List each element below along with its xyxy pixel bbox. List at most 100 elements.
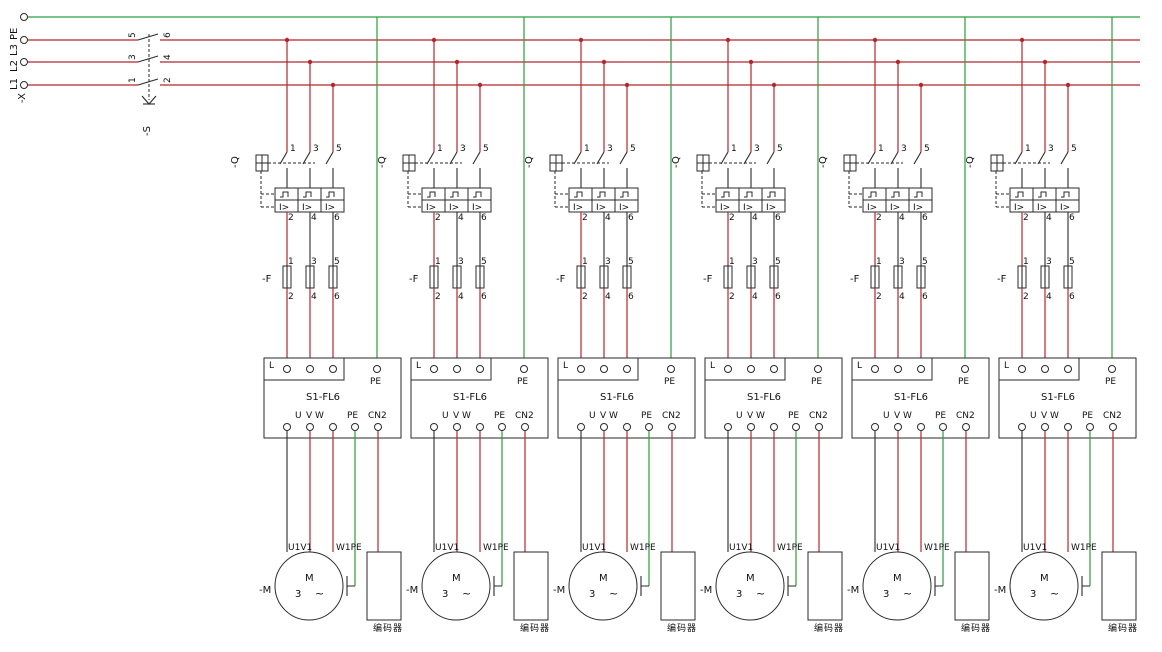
thermal-element [597, 191, 606, 198]
switch-pin: 2 [163, 77, 173, 83]
breaker-pin: 6 [334, 213, 340, 223]
encoder-label-char: 编 [814, 622, 823, 634]
drive-out-v: V [306, 411, 313, 421]
thermal-element [280, 191, 289, 198]
breaker-contact [302, 151, 311, 165]
drive-terminal-pe [520, 365, 528, 373]
breaker-pin: 4 [458, 213, 464, 223]
motor-pe-lead [934, 576, 943, 596]
thermal-element [914, 191, 923, 198]
thermal-element [473, 191, 482, 198]
drive-terminal-l3 [476, 365, 484, 373]
drive-cn2: CN2 [1103, 411, 1122, 421]
encoder-label-char: 码 [1118, 623, 1127, 634]
motor-designation: -M [994, 585, 1006, 596]
motor-terminal-v1: V1 [447, 543, 459, 553]
fuse-pin: 2 [729, 292, 735, 302]
switch-pin: 1 [128, 77, 138, 83]
fuse-designation: -F [556, 274, 566, 285]
breaker-pin: 4 [311, 213, 317, 223]
motor-ac-symbol: ~ [1050, 587, 1059, 600]
encoder-box [954, 551, 990, 621]
drive-input-group [999, 358, 1080, 381]
breaker-contact [472, 151, 481, 165]
drive-terminal-l2 [747, 365, 755, 373]
drive-out-w: W [462, 411, 471, 421]
motor-circle [568, 551, 638, 621]
motor-circle [274, 551, 344, 621]
motor-terminal-w1: W1 [483, 543, 498, 553]
motor-terminal-v1: V1 [741, 543, 753, 553]
drive-out-v: V [894, 411, 901, 421]
fuse-pin: 5 [481, 257, 487, 267]
trip-symbol: I> [449, 203, 459, 213]
drive-model: S1-FL6 [894, 392, 928, 403]
motor-designation: -M [406, 585, 418, 596]
motor-letter: M [452, 573, 461, 584]
motor-letter: M [746, 573, 755, 584]
breaker-pin: 4 [1046, 213, 1052, 223]
trip-symbol: I> [302, 203, 312, 213]
motor-designation: -M [700, 585, 712, 596]
encoder-label: 编码器 [667, 622, 696, 634]
breaker-pin: 1 [437, 144, 443, 154]
drive-out-pe: PE [641, 411, 652, 421]
breaker-pin: 5 [777, 144, 783, 154]
drive-out-v: V [1041, 411, 1048, 421]
drive-pe-label: PE [664, 377, 675, 387]
terminal-label-l1: L1 [9, 78, 20, 90]
breaker-pin: 3 [1048, 144, 1054, 154]
motor-pe-lead [493, 576, 502, 596]
fuse-designation: -F [997, 274, 1007, 285]
drive-out-w: W [609, 411, 618, 421]
drive-out-pe: PE [788, 411, 799, 421]
breaker-pin: 6 [481, 213, 487, 223]
thermal-element [326, 191, 335, 198]
trip-symbol: I> [573, 203, 583, 213]
drive-terminal-l3 [329, 365, 337, 373]
drive-out-w: W [1050, 411, 1059, 421]
breaker-contact [913, 151, 922, 165]
motor-branch-6: -Q 1 3 5 I> I> I> 2 4 6 -F [965, 17, 1137, 634]
motor-terminal-w1: W1 [1071, 543, 1086, 553]
switch-designation: -S [142, 126, 153, 136]
drive-pe-label: PE [370, 377, 381, 387]
motor-terminals-w: W1PE [483, 543, 509, 553]
drive-out-pe: PE [1082, 411, 1093, 421]
encoder-label-char: 编 [520, 622, 529, 634]
drive-terminal-l1 [577, 365, 585, 373]
drive-input-label: L [710, 361, 715, 371]
drive-terminal-u [577, 423, 585, 431]
fuse-pin: 3 [899, 257, 905, 267]
drive-terminal-l1 [871, 365, 879, 373]
trip-symbol: I> [1037, 203, 1047, 213]
fuse-pin: 1 [288, 257, 294, 267]
breaker-pin: 5 [336, 144, 342, 154]
thermal-element [767, 191, 776, 198]
breaker-pin: 1 [1025, 144, 1031, 154]
fuse-designation: -F [262, 274, 272, 285]
breaker-pin: 2 [729, 213, 735, 223]
fuse-pin: 6 [775, 292, 781, 302]
breaker-pin: 3 [460, 144, 466, 154]
drive-terminal-pe [814, 365, 822, 373]
drive-input-group [411, 358, 492, 381]
fuse-pin: 2 [876, 292, 882, 302]
encoder-box [366, 551, 402, 621]
drive-terminal-cn2 [815, 423, 823, 431]
fuse-pin: 3 [752, 257, 758, 267]
breaker-pin: 4 [752, 213, 758, 223]
motor-ac-symbol: ~ [609, 587, 618, 600]
drive-terminal-l2 [1041, 365, 1049, 373]
motor-terminal-pe: PE [939, 543, 950, 553]
motor-letter: M [1040, 573, 1049, 584]
motor-terminal-pe: PE [645, 543, 656, 553]
encoder-box [807, 551, 843, 621]
breaker-pin: 5 [1071, 144, 1077, 154]
drive-out-u: U [883, 411, 890, 421]
fuse-pin: 2 [582, 292, 588, 302]
drive-terminal-l3 [623, 365, 631, 373]
drive-terminal-l1 [283, 365, 291, 373]
drive-cn2: CN2 [662, 411, 681, 421]
